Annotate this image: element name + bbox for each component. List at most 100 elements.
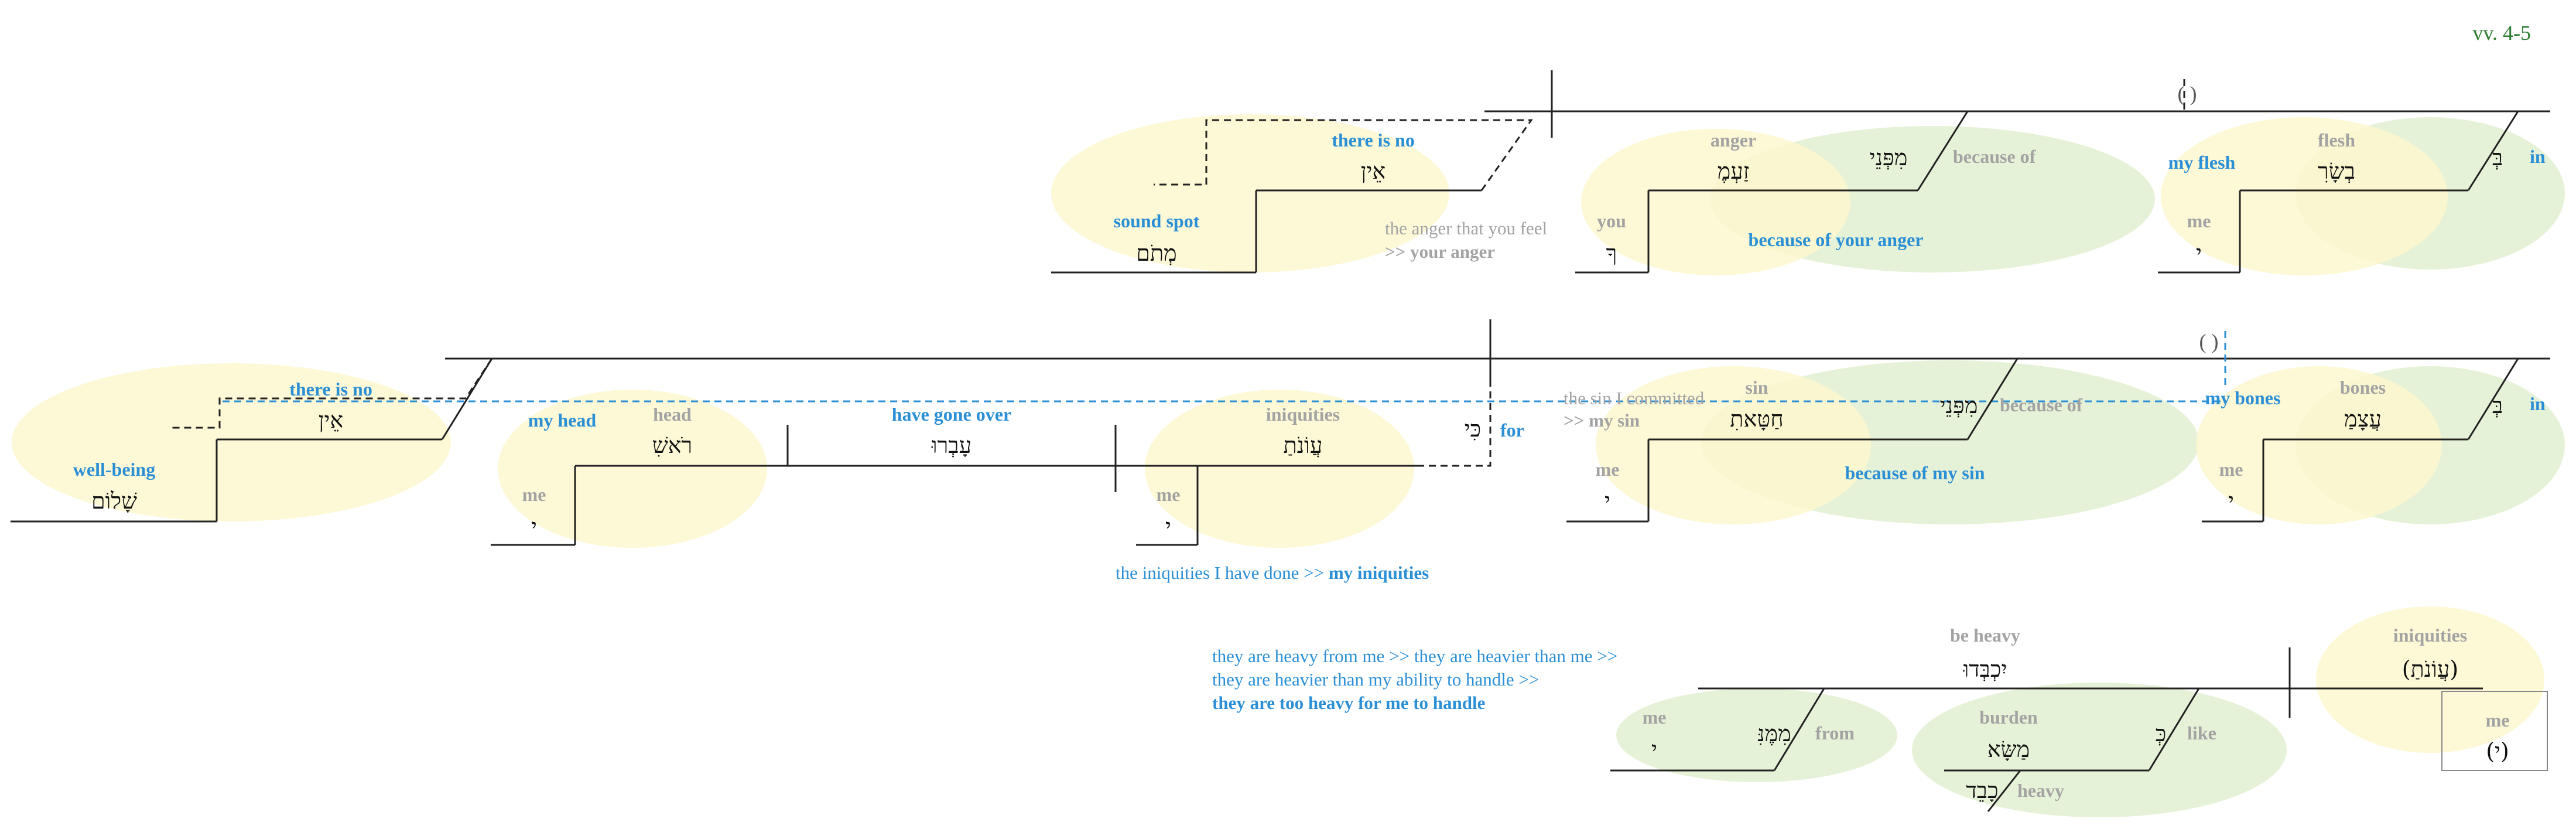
bubble-flesh (2161, 117, 2448, 275)
gloss-because-of-my-sin: because of my sin (1845, 462, 1985, 483)
note-anger-line2: >> your anger (1385, 241, 1495, 262)
heb-anger: זַעְמֶ (1718, 158, 1750, 184)
gloss-heavy: heavy (2017, 780, 2064, 801)
gloss-because-of-your-anger: because of your anger (1749, 229, 1924, 250)
note-heavy-line2: they are heavier than my ability to hand… (1212, 669, 1539, 690)
heb-sin: חַטָּאתִ (1730, 406, 1783, 432)
row3-lines (1610, 647, 2548, 812)
note-sin-line1: the sin I committed (1564, 388, 1705, 408)
note-anger-bold: your anger (1410, 241, 1495, 262)
note-sin-bold: my sin (1589, 410, 1640, 431)
heb-me-iniquities: י (1165, 514, 1171, 540)
heb-like: כְּ (2156, 721, 2167, 746)
gloss-there-is-no-2: there is no (289, 379, 372, 400)
heb-in-1: בְּ (2492, 145, 2503, 171)
bubble-iniquities (1145, 390, 1414, 548)
gloss-my-flesh: my flesh (2168, 152, 2236, 173)
gloss-my-head: my head (528, 410, 597, 431)
gloss-well-being: well-being (73, 459, 155, 480)
bubble-from-me (1616, 688, 1897, 782)
bubble-head (498, 390, 767, 548)
note-heavy-line1: they are heavy from me >> they are heavi… (1212, 646, 1617, 666)
gloss-me-head: me (522, 484, 546, 505)
note-iniquities: the iniquities I have done >> my iniquit… (1116, 562, 1429, 583)
bubble-like-burden (1912, 683, 2287, 817)
heb-heavy: כָבֵד (1966, 778, 1998, 803)
heb-sound-spot: מְתֹם (1136, 240, 1176, 266)
gloss-in-1: in (2530, 146, 2546, 167)
heb-iniquities-3: (עֲוֹנֹתַ) (2402, 656, 2458, 682)
row2-text: ( ) בְּ in bones עֲצָמַ my bones me י מִ… (73, 330, 2546, 583)
heb-be-heavy: יִכְבְּדוּ (1963, 656, 2007, 682)
gloss-in-2: in (2530, 393, 2546, 414)
bubble-anger (1581, 129, 1850, 275)
gloss-anger: anger (1711, 129, 1756, 151)
note-sin-prefix: >> (1564, 410, 1589, 431)
gloss-there-is-no-1: there is no (1332, 129, 1415, 151)
bubbles (12, 114, 2565, 817)
gloss-head: head (653, 404, 692, 425)
bubble-bones (2196, 366, 2442, 524)
row2-lines (11, 319, 2550, 546)
heb-you: ךָ (1606, 240, 1617, 266)
bubble-iniquities-ellipsis (2316, 606, 2544, 753)
heb-bones: עֲצָמַ (2344, 406, 2382, 432)
heb-burden: מַשָּׂא (1987, 736, 2030, 762)
heb-from: מִמֶּנִּ (1757, 721, 1791, 746)
heb-me-2: י (2228, 488, 2234, 514)
note-iniquities-bold: my iniquities (1329, 562, 1429, 583)
heb-me-1: י (2196, 240, 2202, 266)
gloss-me-3: me (2486, 710, 2510, 731)
heb-have-gone-over: עָבְרוּ (931, 432, 971, 458)
gloss-you: you (1597, 210, 1626, 231)
gloss-burden: burden (1979, 707, 2038, 728)
gloss-my-bones: my bones (2205, 387, 2281, 408)
heb-in-2: בְּ (2492, 393, 2503, 418)
heb-me-3: (י) (2486, 738, 2509, 764)
row2-paren: ( ) (2199, 330, 2219, 353)
heb-well-being: שָׁלוֹם (91, 488, 137, 514)
gloss-from: from (1815, 722, 1855, 744)
gloss-sin: sin (1745, 377, 1768, 398)
verse-reference: vv. 4-5 (2472, 21, 2531, 45)
gloss-for: for (1500, 420, 1524, 441)
heb-there-is-no-2: אֵין (319, 407, 343, 433)
gloss-because-of-1: because of (1953, 146, 2036, 167)
gloss-because-of-2: because of (2000, 394, 2083, 415)
note-heavy-line3: they are too heavy for me to handle (1212, 693, 1485, 713)
row1-lines (1051, 70, 2550, 274)
bubble-sound-spot (1051, 114, 1449, 272)
gloss-me-iniquities: me (1157, 484, 1181, 505)
note-sin-line2: >> my sin (1564, 410, 1640, 431)
gloss-me-1: me (2187, 210, 2211, 231)
gloss-flesh: flesh (2318, 129, 2355, 151)
gloss-me-sin: me (1596, 459, 1620, 480)
row1-paren: ( ) (2178, 82, 2197, 105)
heb-for: כִּי (1465, 416, 1482, 442)
heb-flesh: בְשָׂרִ (2318, 158, 2355, 184)
row1-text: ( ) בְּ in flesh בְשָׂרִ my flesh me י מ… (1114, 82, 2546, 266)
gloss-me-from: me (1643, 707, 1667, 728)
heb-me-head: י (531, 514, 537, 540)
row3-text: iniquities (עֲוֹנֹתַ) me (י) be heavy יִ… (1212, 625, 2509, 803)
gloss-iniquities-3: iniquities (2393, 625, 2467, 646)
gloss-sound-spot: sound spot (1114, 210, 1200, 231)
gloss-iniquities: iniquities (1266, 404, 1340, 425)
gloss-me-2: me (2219, 459, 2243, 480)
gloss-have-gone-over: have gone over (892, 404, 1011, 425)
heb-because-of-1: מִפְּנֵי (1870, 145, 1908, 171)
heb-me-from: י (1651, 736, 1657, 762)
bubble-sin (1596, 366, 1871, 524)
note-anger-line1: the anger that you feel (1385, 218, 1547, 238)
gloss-like: like (2187, 722, 2216, 744)
heb-because-of-2: מִפְּנֵי (1940, 393, 1978, 418)
heb-me-sin: י (1605, 488, 1610, 514)
gloss-bones: bones (2340, 377, 2386, 398)
gloss-be-heavy: be heavy (1950, 625, 2020, 646)
heb-head: רֹאשִׁ (652, 432, 692, 458)
heb-iniquities: עֲוֹנֹתַ (1284, 432, 1323, 458)
heb-there-is-no-1: אֵין (1361, 158, 1386, 184)
bubble-well-being (12, 363, 451, 521)
note-anger-prefix: >> (1385, 241, 1410, 262)
